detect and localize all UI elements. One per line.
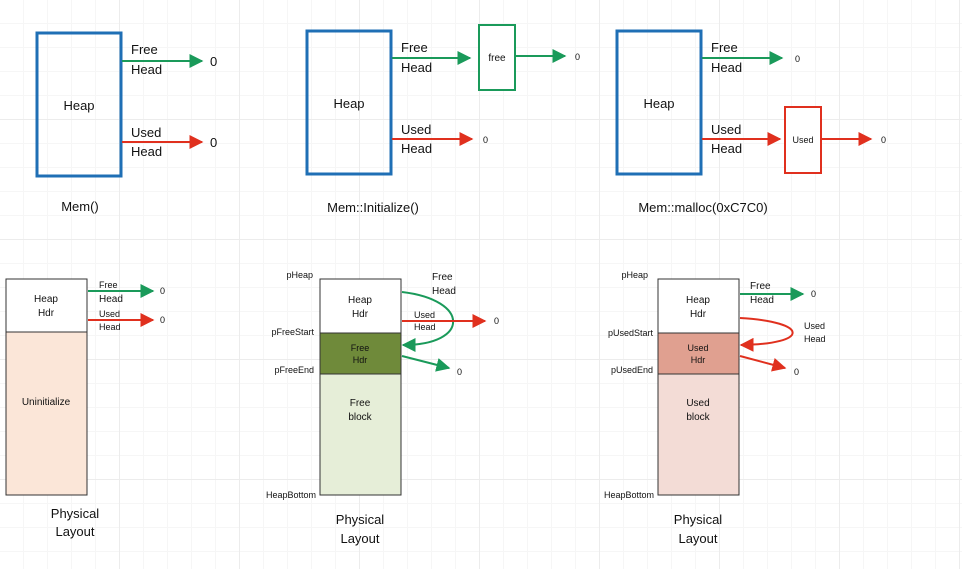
free-null-1: 0 <box>210 54 217 69</box>
used-label-b1: Used <box>99 309 120 319</box>
used-null-b1: 0 <box>160 315 165 325</box>
pfreeend-label: pFreeEnd <box>274 365 314 375</box>
free-hdr-hdr: Hdr <box>353 355 368 365</box>
heap-hdr-heap-1: Heap <box>34 294 58 305</box>
heap-hdr-hdr-2: Hdr <box>352 309 369 320</box>
used-label-2: Used <box>401 122 431 137</box>
heapbottom-label-3: HeapBottom <box>604 490 654 500</box>
layout-label-3: Layout <box>678 531 717 546</box>
pheap-label-2: pHeap <box>286 270 313 280</box>
used-label-3: Used <box>711 122 741 137</box>
used-null-2: 0 <box>483 135 488 145</box>
free-null-b3: 0 <box>811 289 816 299</box>
used-label-b3: Used <box>804 321 825 331</box>
used-null-3: 0 <box>881 135 886 145</box>
used-hdr-box <box>657 332 740 375</box>
used-null-b2: 0 <box>494 316 499 326</box>
used-head-label-1: Head <box>131 144 162 159</box>
heap-hdr-heap-3: Heap <box>686 295 710 306</box>
free-hdr-free: Free <box>351 343 370 353</box>
layout-label-2: Layout <box>340 531 379 546</box>
free-label-1: Free <box>131 42 158 57</box>
layout-label-1: Layout <box>55 524 94 539</box>
free-next-arrow-b2 <box>401 355 451 372</box>
free-block-block: block <box>348 412 372 423</box>
free-head-label-b1: Head <box>99 294 123 305</box>
caption-1: Mem() <box>61 199 99 214</box>
free-head-label-3: Head <box>711 60 742 75</box>
heapbottom-label-2: HeapBottom <box>266 490 316 500</box>
used-head-label-b3: Head <box>804 334 826 344</box>
used-head-label-b2: Head <box>414 322 436 332</box>
free-head-label-2: Head <box>401 60 432 75</box>
used-hdr-hdr: Hdr <box>691 355 706 365</box>
free-null-2: 0 <box>575 52 580 62</box>
used-next-arrow-b3 <box>739 355 787 372</box>
heap-hdr-heap-2: Heap <box>348 295 372 306</box>
heap-hdr-hdr-1: Hdr <box>38 308 55 319</box>
heap-label-3: Heap <box>643 96 674 111</box>
uninit-label: Uninitialize <box>22 397 71 408</box>
used-head-curve-arrow <box>739 317 794 352</box>
physical-label-1: Physical <box>51 506 100 521</box>
used-label-1: Used <box>131 125 161 140</box>
caption-2: Mem::Initialize() <box>327 200 419 215</box>
caption-3: Mem::malloc(0xC7C0) <box>638 200 767 215</box>
physical-label-2: Physical <box>336 512 385 527</box>
heap-hdr-box-2 <box>319 278 402 334</box>
free-null-b1: 0 <box>160 286 165 296</box>
physical-label-3: Physical <box>674 512 723 527</box>
free-block-free: Free <box>350 398 371 409</box>
used-hdr-used: Used <box>687 343 708 353</box>
free-label-3: Free <box>711 40 738 55</box>
heap-hdr-box-1 <box>5 278 88 333</box>
free-label-b2: Free <box>432 272 453 283</box>
used-label-b2: Used <box>414 310 435 320</box>
pusedstart-label: pUsedStart <box>608 328 654 338</box>
used-head-label-3: Head <box>711 141 742 156</box>
heap-box-1 <box>35 31 123 178</box>
used-head-label-b1: Head <box>99 322 121 332</box>
used-block-used: Used <box>686 398 709 409</box>
free-head-label-b3: Head <box>750 295 774 306</box>
free-label-b1: Free <box>99 280 118 290</box>
heap-label-2: Heap <box>333 96 364 111</box>
free-null-3: 0 <box>795 54 800 64</box>
used-null-b3: 0 <box>794 367 799 377</box>
used-node-label: Used <box>792 135 813 145</box>
free-node-box <box>478 24 516 91</box>
heap-box-3 <box>615 29 703 176</box>
free-null-b2: 0 <box>457 367 462 377</box>
used-block-box <box>657 373 740 496</box>
heap-box-2 <box>305 29 393 176</box>
free-head-label-b2: Head <box>432 286 456 297</box>
heap-hdr-box-3 <box>657 278 740 334</box>
used-head-label-2: Head <box>401 141 432 156</box>
free-label-b3: Free <box>750 281 771 292</box>
free-head-label-1: Head <box>131 62 162 77</box>
pusedend-label: pUsedEnd <box>611 365 653 375</box>
heap-label-1: Heap <box>63 98 94 113</box>
uninit-block <box>5 331 88 496</box>
free-block-box <box>319 373 402 496</box>
used-node-box <box>784 106 822 174</box>
pheap-label-3: pHeap <box>621 270 648 280</box>
free-hdr-box <box>319 332 402 375</box>
free-node-label: free <box>488 53 506 64</box>
used-block-block: block <box>686 412 710 423</box>
free-label-2: Free <box>401 40 428 55</box>
heap-hdr-hdr-3: Hdr <box>690 309 707 320</box>
pfreestart-label: pFreeStart <box>271 327 314 337</box>
used-null-1: 0 <box>210 135 217 150</box>
